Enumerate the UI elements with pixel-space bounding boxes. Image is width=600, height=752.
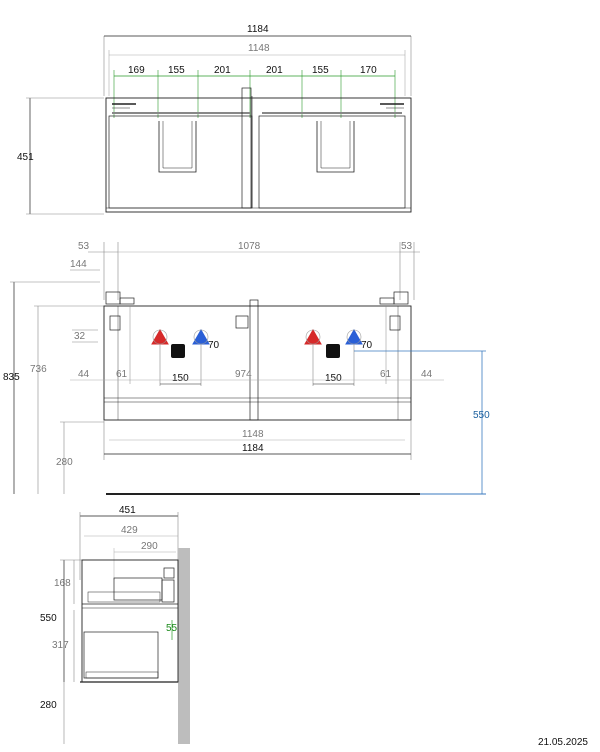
front-left-61: 61 bbox=[116, 369, 128, 380]
cold-water-icon-right bbox=[345, 328, 363, 345]
front-view: 53 1078 53 144 835 736 32 280 bbox=[3, 241, 490, 495]
drain-icon bbox=[171, 344, 185, 358]
top-depth: 451 bbox=[17, 152, 34, 163]
front-height-total: 835 bbox=[3, 372, 20, 383]
front-blue-height: 550 bbox=[473, 410, 490, 421]
top-overall-width: 1184 bbox=[247, 24, 269, 35]
top-right-seg-2: 155 bbox=[312, 65, 329, 76]
front-right-61: 61 bbox=[380, 369, 392, 380]
cold-water-icon bbox=[192, 328, 210, 345]
side-drawer-height: 168 bbox=[54, 578, 71, 589]
front-floor-height: 280 bbox=[56, 457, 73, 468]
front-inner-width: 1148 bbox=[242, 429, 264, 440]
front-right-70: 70 bbox=[361, 340, 373, 351]
front-span: 1078 bbox=[238, 241, 261, 252]
drain-icon-right bbox=[326, 344, 340, 358]
top-left-seg-2: 155 bbox=[168, 65, 185, 76]
front-left-pipe-gap: 150 bbox=[172, 373, 189, 384]
top-view: 1184 1148 169 155 201 201 155 170 451 bbox=[17, 24, 412, 215]
front-top-offset: 144 bbox=[70, 259, 87, 270]
top-right-seg-1: 201 bbox=[266, 65, 283, 76]
front-cabinet-outline bbox=[103, 305, 412, 421]
side-view: 451 429 290 168 550 317 55 280 bbox=[40, 505, 190, 744]
top-left-seg-3: 201 bbox=[214, 65, 231, 76]
drawing-date: 21.05.2025 bbox=[537, 737, 588, 748]
hot-water-icon bbox=[151, 328, 169, 345]
side-cabinet-height: 550 bbox=[40, 613, 57, 624]
front-right-44: 44 bbox=[421, 369, 433, 380]
top-left-seg-1: 169 bbox=[128, 65, 145, 76]
front-left-44: 44 bbox=[78, 369, 90, 380]
top-cabinet-outline bbox=[105, 97, 412, 213]
side-green-offset: 55 bbox=[166, 623, 178, 634]
side-wall bbox=[178, 548, 190, 744]
front-small-offset: 32 bbox=[74, 331, 86, 342]
side-drawer-depth: 290 bbox=[141, 541, 158, 552]
side-lower-drawer-height: 317 bbox=[52, 640, 69, 651]
side-floor-height: 280 bbox=[40, 700, 57, 711]
side-depth: 451 bbox=[119, 505, 136, 516]
front-left-offset: 53 bbox=[78, 241, 90, 252]
top-inner-width: 1148 bbox=[248, 43, 270, 54]
front-right-offset: 53 bbox=[401, 241, 413, 252]
front-center-span: 974 bbox=[235, 369, 252, 380]
front-right-pipe-gap: 150 bbox=[325, 373, 342, 384]
front-height-mid: 736 bbox=[30, 364, 47, 375]
top-right-seg-3: 170 bbox=[360, 65, 377, 76]
front-overall-width: 1184 bbox=[242, 443, 264, 454]
side-inner-depth: 429 bbox=[121, 525, 138, 536]
front-left-70: 70 bbox=[208, 340, 220, 351]
hot-water-icon-right bbox=[304, 328, 322, 345]
